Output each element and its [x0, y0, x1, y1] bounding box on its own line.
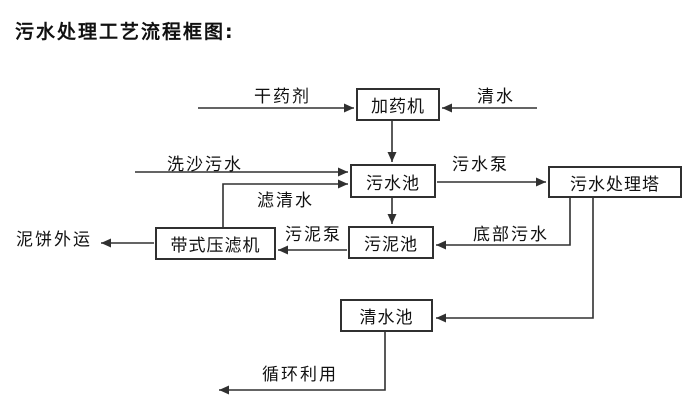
- node-sludge-pool-label: 污泥池: [364, 235, 418, 255]
- node-clean-water-pool-label: 清水池: [359, 308, 414, 328]
- node-belt-filter-press-label: 带式压滤机: [170, 236, 261, 256]
- node-sewage-treatment-tower-label: 污水处理塔: [570, 174, 660, 195]
- node-sewage-pool-label: 污水池: [366, 173, 420, 194]
- node-sewage-treatment-tower: 污水处理塔: [548, 166, 682, 198]
- node-dosing-machine: 加药机: [356, 88, 440, 121]
- edge-label-bottom-sewage: 底部污水: [473, 225, 549, 245]
- edge-label-sewage-pump: 污水泵: [452, 155, 509, 175]
- edge-label-sand-washing-sewage: 洗沙污水: [167, 155, 243, 175]
- node-belt-filter-press: 带式压滤机: [155, 227, 276, 260]
- edge-label-clean-water: 清水: [477, 87, 515, 107]
- node-dosing-machine-label: 加药机: [371, 97, 425, 117]
- edge-clean-water-pool-to-recycling: [219, 332, 386, 395]
- edge-treatment-tower-to-clean-water-pool: [436, 198, 594, 323]
- edge-label-filtered-water: 滤清水: [257, 191, 314, 211]
- page-title: 污水处理工艺流程框图:: [15, 21, 235, 43]
- edge-label-recycling: 循环利用: [262, 365, 338, 385]
- node-sludge-pool: 污泥池: [348, 226, 434, 259]
- node-clean-water-pool: 清水池: [340, 299, 433, 332]
- node-sewage-pool: 污水池: [350, 164, 436, 198]
- edge-label-dry-agent: 干药剂: [254, 87, 311, 107]
- edge-label-sludge-pump: 污泥泵: [285, 225, 342, 245]
- edge-treatment-tower-to-sludge-pool: [436, 198, 571, 250]
- edge-belt-filter-press-to-sewage-pool: [222, 179, 348, 227]
- edge-label-mud-cake-out: 泥饼外运: [16, 230, 92, 250]
